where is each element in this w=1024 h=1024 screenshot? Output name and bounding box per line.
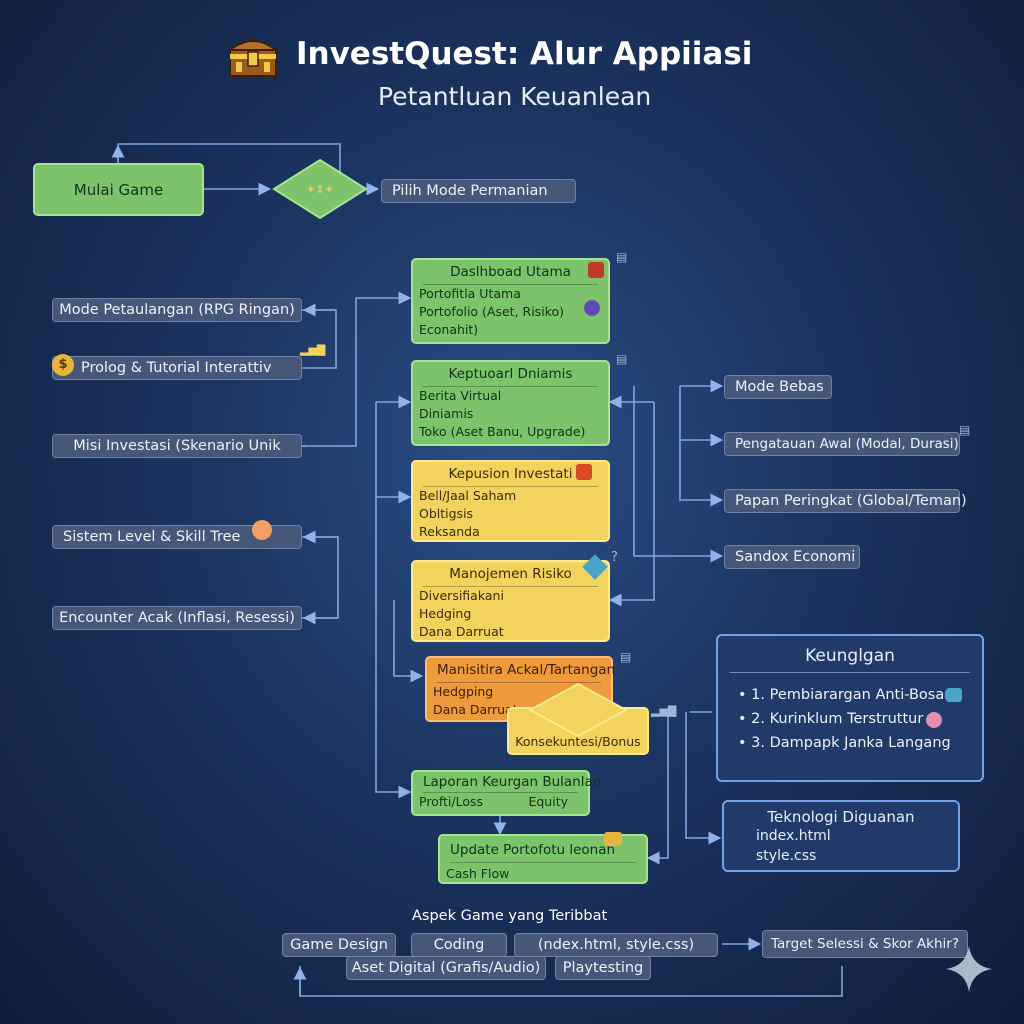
- coins-icon: [604, 832, 622, 846]
- investment-decision-card[interactable]: Kepusion Investati Bell/Jaal Saham Oblti…: [411, 460, 610, 542]
- card-line: Reksanda: [419, 524, 480, 539]
- right-node-sandbox[interactable]: Sandox Economi: [724, 545, 860, 569]
- advantage-item: • 1. Pembiarargan Anti-Bosan: [738, 687, 954, 703]
- portfolio-icon: [584, 300, 600, 316]
- question-icon: ?: [611, 550, 618, 565]
- dynamic-decision-title: Keptuoarl Dniamis: [423, 362, 598, 387]
- bar-chart-icon: ▂▅▇: [651, 704, 677, 717]
- monthly-report-row: Profti/Loss Equity: [413, 793, 588, 811]
- dynamic-decision-card[interactable]: Keptuoarl Dniamis Berita Virtual Diniami…: [411, 360, 610, 446]
- right-node-label: Mode Bebas: [735, 379, 824, 395]
- risk-management-card[interactable]: Manojemen Risiko Diversifiakani Hedging …: [411, 554, 610, 642]
- left-node-encounter[interactable]: Encounter Acak (Inflasi, Resessi): [52, 606, 302, 630]
- cash-flow-label: Cash Flow: [446, 866, 510, 881]
- aspect-label: Coding: [433, 937, 485, 953]
- profit-loss-label: Profti/Loss: [419, 794, 484, 809]
- joystick-icon: [946, 688, 962, 702]
- left-node-label: Encounter Acak (Inflasi, Resessi): [59, 610, 295, 626]
- bar-chart-icon: ▂▅▇: [300, 343, 326, 356]
- left-node-label: Misi Investasi (Skenario Unik: [73, 438, 281, 454]
- start-game-node[interactable]: Mulai Game: [33, 163, 204, 216]
- challenge-title: Manisitira Ackal/Tartangan: [437, 658, 615, 683]
- aspect-files[interactable]: (ndex.html, style.css): [514, 933, 718, 957]
- left-node-missions[interactable]: Misi Investasi (Skenario Unik: [52, 434, 302, 458]
- treasure-chest-icon: [227, 40, 279, 77]
- portfolio-update-card[interactable]: Update Portofotu leonah Cash Flow: [438, 832, 648, 884]
- sparkle-icon: [946, 946, 992, 992]
- advantage-item: • 3. Dampapk Janka Langang: [738, 735, 951, 751]
- consequence-node[interactable]: [506, 682, 650, 756]
- left-node-label: Mode Petaulangan (RPG Ringan): [59, 302, 295, 318]
- monthly-report-title: Laporan Keurgan Bulanlan: [423, 772, 601, 793]
- card-line: Hedging: [419, 606, 472, 621]
- technology-item: index.html: [756, 828, 831, 844]
- card-line: Dana Darruat: [419, 624, 504, 639]
- right-node-leaderboard[interactable]: Papan Peringkat (Global/Teman): [724, 489, 967, 513]
- right-node-label: Pengatauan Awal (Modal, Durasi): [735, 436, 959, 452]
- technology-panel: Teknologi Diguanan index.html style.css: [722, 800, 960, 872]
- aspect-label: Game Design: [290, 937, 388, 953]
- aspect-game-design[interactable]: Game Design: [282, 933, 396, 957]
- dashboard-title: Daslhboad Utama: [423, 260, 598, 285]
- card-line: Portofitla Utama: [419, 286, 521, 301]
- brain-icon: [926, 712, 942, 728]
- note-icon: ▤: [620, 650, 632, 664]
- aspect-playtesting[interactable]: Playtesting: [555, 956, 651, 980]
- advantages-list: • 1. Pembiarargan Anti-Bosan • 2. Kurink…: [718, 673, 982, 755]
- right-node-label: Papan Peringkat (Global/Teman): [735, 493, 967, 509]
- card-line: Portofolio (Aset, Risiko): [419, 304, 564, 319]
- monthly-report-card[interactable]: Laporan Keurgan Bulanlan Profti/Loss Equ…: [411, 770, 601, 816]
- choose-mode-label: Pilih Mode Permanian: [392, 183, 548, 199]
- aspect-digital-assets[interactable]: Aset Digital (Grafis/Audio): [346, 956, 546, 980]
- left-node-adventure-mode[interactable]: Mode Petaulangan (RPG Ringan): [52, 298, 302, 322]
- card-line: Diversifiakani: [419, 588, 504, 603]
- left-node-label: Prolog & Tutorial Interattiv: [81, 360, 272, 376]
- document-icon: ▤: [616, 250, 628, 264]
- card-line: Bell/Jaal Saham: [419, 488, 517, 503]
- news-icon: ▤: [616, 352, 628, 366]
- target-label: Target Selessi & Skor Akhir?: [771, 936, 959, 952]
- right-node-free-mode[interactable]: Mode Bebas: [724, 375, 832, 399]
- technology-item: style.css: [756, 848, 817, 864]
- investment-decision-title: Kepusion Investati: [423, 462, 598, 487]
- right-node-initial-setup[interactable]: Pengatauan Awal (Modal, Durasi): [724, 432, 960, 456]
- card-line: Berita Virtual: [419, 388, 502, 403]
- stock-icon: [576, 464, 592, 480]
- risk-management-title: Manojemen Risiko: [423, 562, 598, 587]
- aspect-coding[interactable]: Coding: [411, 933, 507, 957]
- dashboard-card[interactable]: Daslhboad Utama Portofitla Utama Portofo…: [411, 258, 610, 344]
- advantage-item: • 2. Kurinklum Terstruttur: [738, 711, 924, 727]
- portfolio-update-title: Update Portofotu leonah: [450, 836, 636, 863]
- start-game-label: Mulai Game: [73, 180, 164, 199]
- target-node[interactable]: Target Selessi & Skor Akhir?: [762, 930, 968, 958]
- card-line: Econahit): [419, 322, 479, 337]
- card-line: Dana Darruat: [433, 702, 518, 717]
- advantages-panel: Keunglgan • 1. Pembiarargan Anti-Bosan •…: [716, 634, 984, 782]
- skill-tree-icon: [252, 520, 272, 540]
- settings-icon: ▤: [959, 423, 971, 437]
- choose-mode-node[interactable]: Pilih Mode Permanian: [381, 179, 576, 203]
- card-line: Obltigsis: [419, 506, 474, 521]
- page-subtitle: Petantluan Keuanlean: [378, 82, 652, 111]
- technology-title: Teknologi Diguanan: [767, 808, 915, 826]
- money-bag-icon: $: [52, 354, 74, 376]
- card-line: Diniamis: [419, 406, 474, 421]
- left-node-prolog[interactable]: Prolog & Tutorial Interattiv: [52, 356, 302, 380]
- equity-label: Equity: [528, 794, 568, 809]
- aspect-label: (ndex.html, style.css): [537, 937, 695, 953]
- consequence-label: Konsekuntesi/Bonus: [515, 734, 641, 749]
- decision-diamond[interactable]: ✦↕✦: [272, 158, 368, 220]
- advantages-title: Keunglgan: [730, 636, 970, 673]
- aspect-label: Aset Digital (Grafis/Audio): [351, 960, 541, 976]
- svg-text:✦↕✦: ✦↕✦: [306, 183, 334, 196]
- card-line: Hedgping: [433, 684, 494, 699]
- card-line: Toko (Aset Banu, Upgrade): [419, 424, 586, 439]
- aspects-title: Aspek Game yang Teribbat: [412, 908, 608, 924]
- right-node-label: Sandox Economi: [735, 549, 856, 565]
- dashboard-icon: [588, 262, 604, 278]
- page-title: InvestQuest: Alur Appiiasi: [296, 36, 753, 72]
- aspect-label: Playtesting: [562, 960, 644, 976]
- left-node-label: Sistem Level & Skill Tree: [63, 529, 241, 545]
